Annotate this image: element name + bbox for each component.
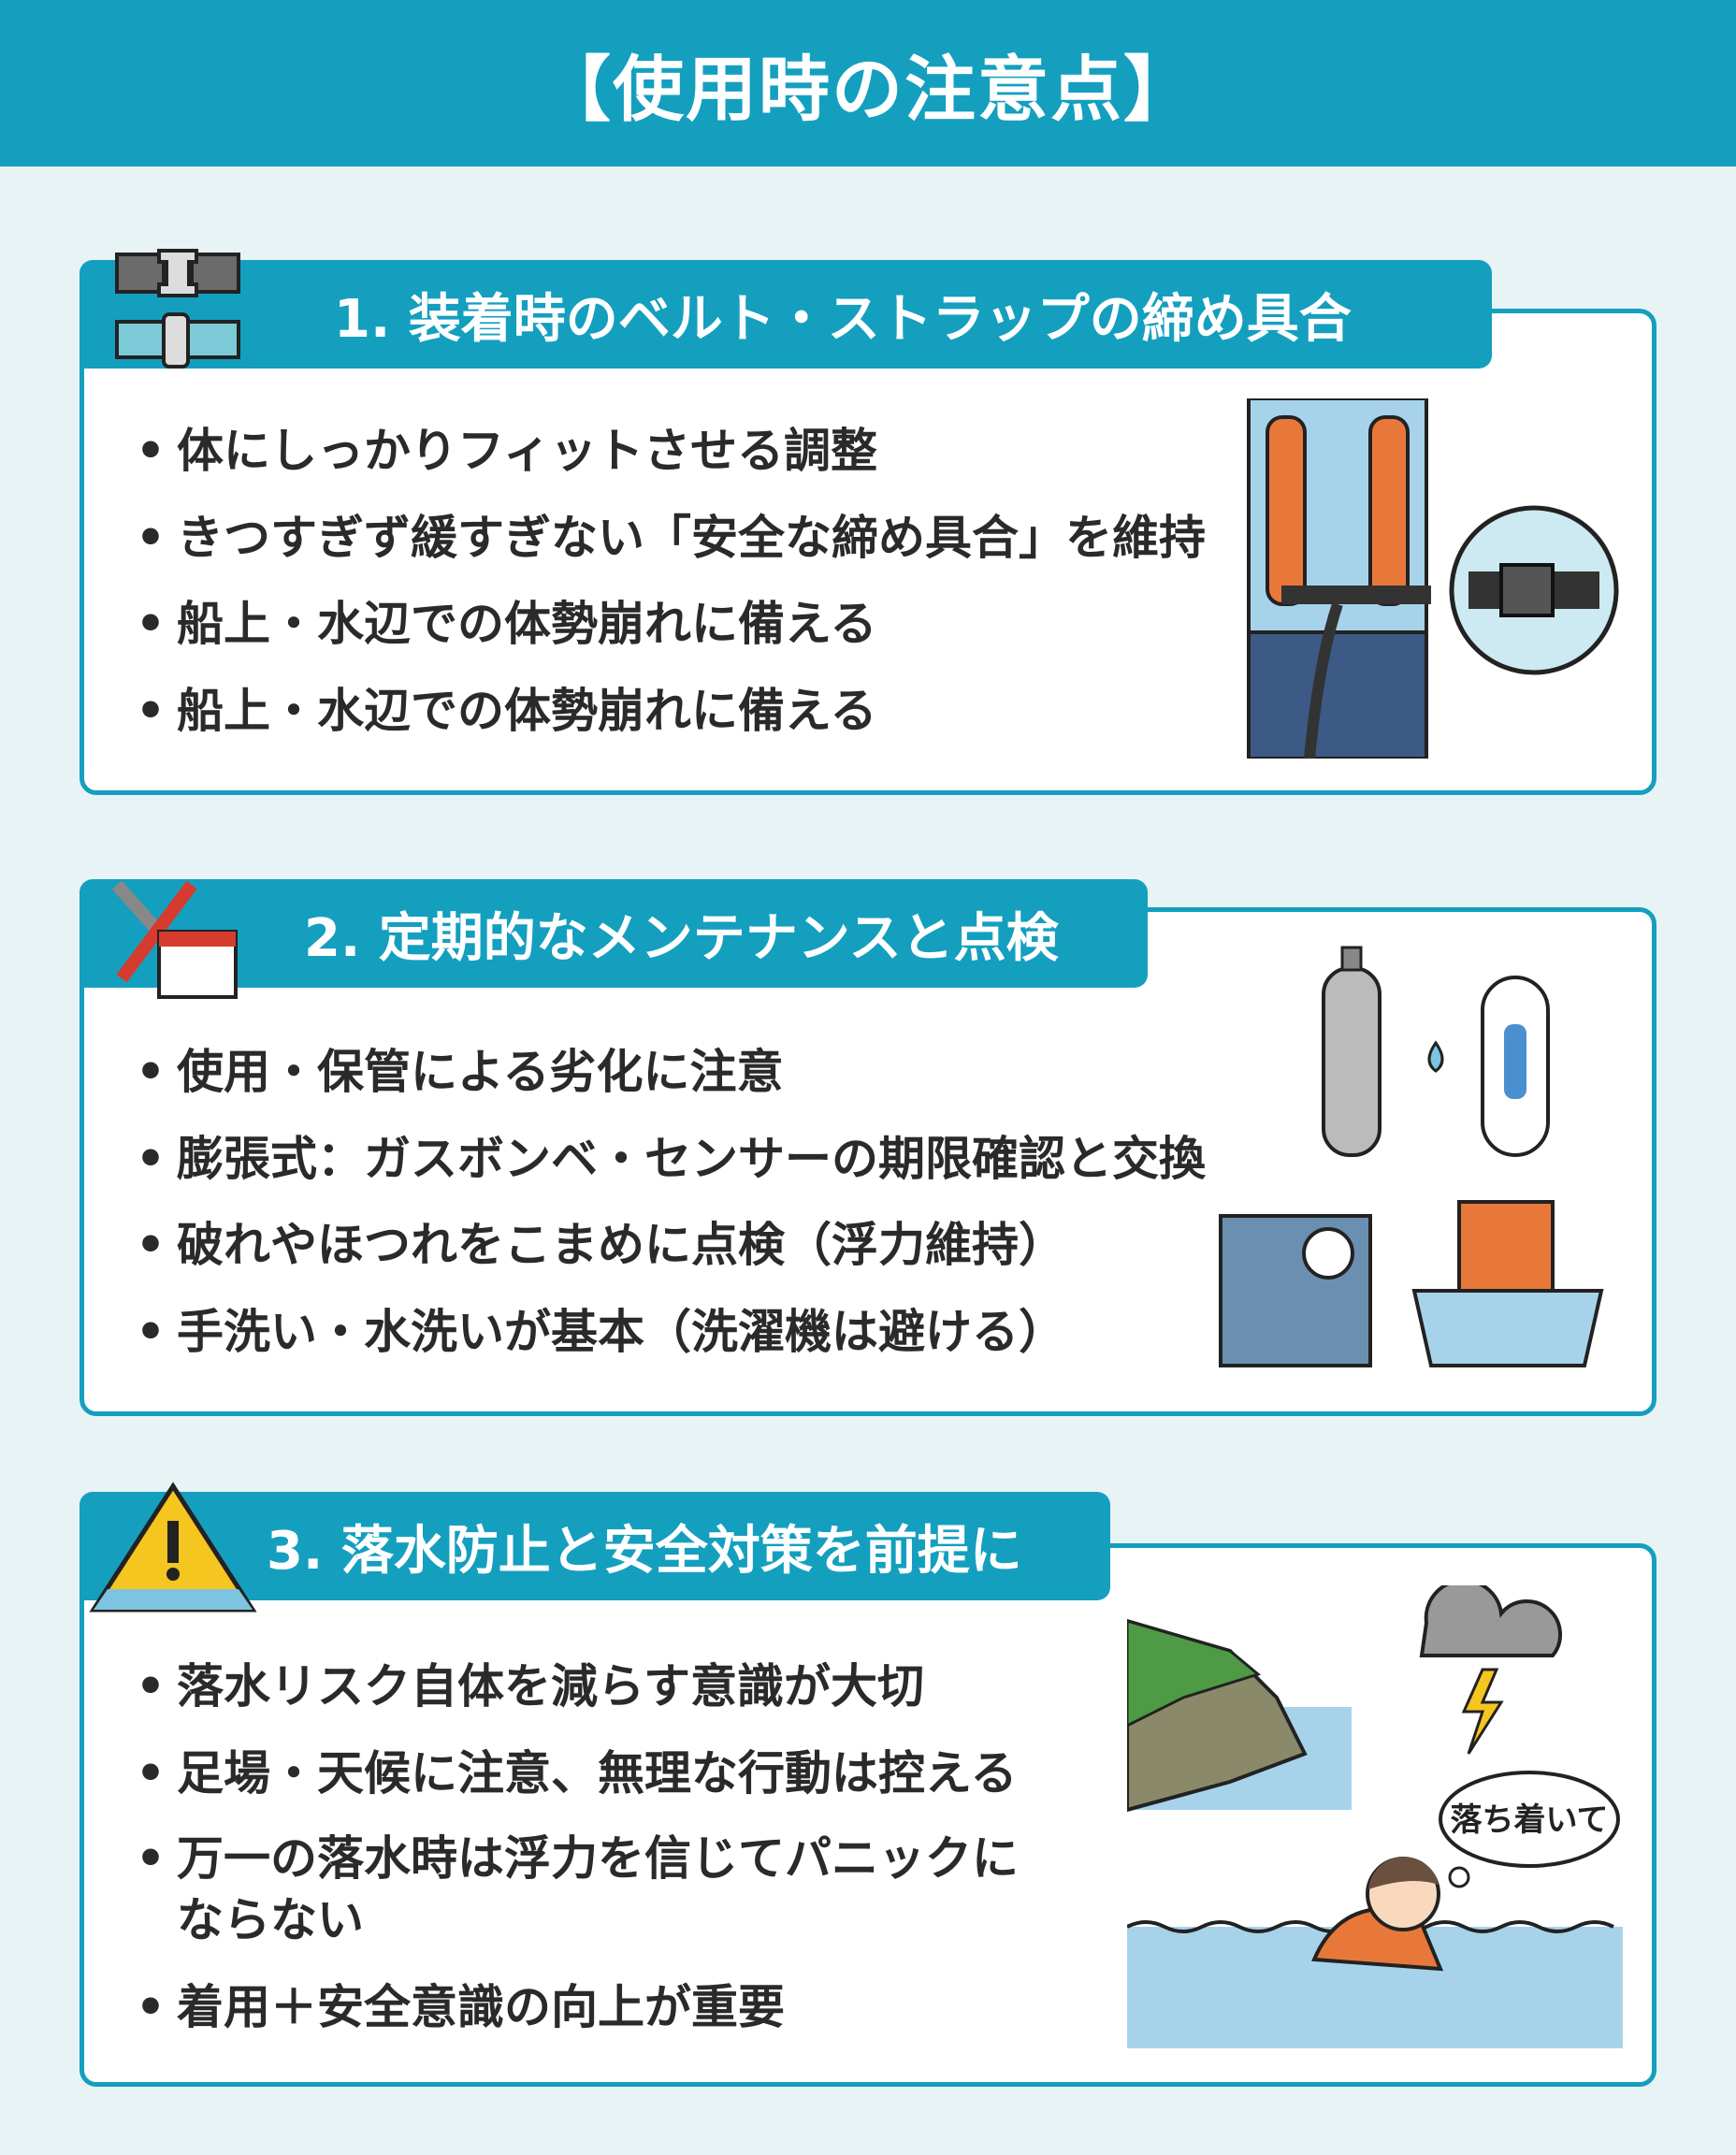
list-item: 体にしっかりフィットさせる調整 [136,422,877,480]
warning-water-icon [89,1482,257,1613]
tools-calendar-icon [111,880,238,999]
list-item: 使用・保管による劣化に注意 [136,1043,784,1101]
section-2-heading: 2. 定期的なメンテナンスと点検 [80,879,1148,999]
list-item: きつすぎず緩すぎない「安全な締め具合」を維持 [136,509,1206,567]
list-item: 船上・水辺での体勢崩れに備える [136,595,877,653]
section-1-title: 1. 装着時のベルト・ストラップの締め具合 [334,288,1352,350]
list-item: 落水リスク自体を減らす意識が大切 [136,1657,924,1715]
speech-bubble-text: 落ち着いて [1451,1801,1609,1839]
list-item: 船上・水辺での体勢崩れに備える [136,682,877,740]
page-title: 【使用時の注意点】 [540,48,1196,131]
maintenance-illustration [1219,946,1604,1367]
list-item: 破れやほつれをこまめに点検（浮力維持） [136,1216,1065,1274]
list-item: 万一の落水時は浮力を信じてパニックに [136,1830,1019,1887]
buckle-strap-icon [115,249,240,369]
section-3-title: 3. 落水防止と安全対策を前提に [267,1520,1022,1582]
list-item-continuation: ならない [177,1893,364,1947]
life-jacket-fitting-illustration [1247,398,1619,759]
fall-prevention-illustration: 落ち着いて [1127,1585,1623,2048]
list-item: 膨張式：ガスボンベ・センサーの期限確認と交換 [136,1130,1206,1188]
list-item: 足場・天候に注意、無理な行動は控える [136,1744,1018,1802]
section-3-heading: 3. 落水防止と安全対策を前提に [80,1482,1110,1613]
list-item: 手洗い・水洗いが基本（洗濯機は避ける） [136,1303,1065,1361]
list-item: 着用＋安全意識の向上が重要 [136,1978,785,2036]
page-header: 【使用時の注意点】 [0,0,1736,166]
section-2-title: 2. 定期的なメンテナンスと点検 [304,907,1059,969]
section-1-heading: 1. 装着時のベルト・ストラップの締め具合 [80,249,1492,369]
